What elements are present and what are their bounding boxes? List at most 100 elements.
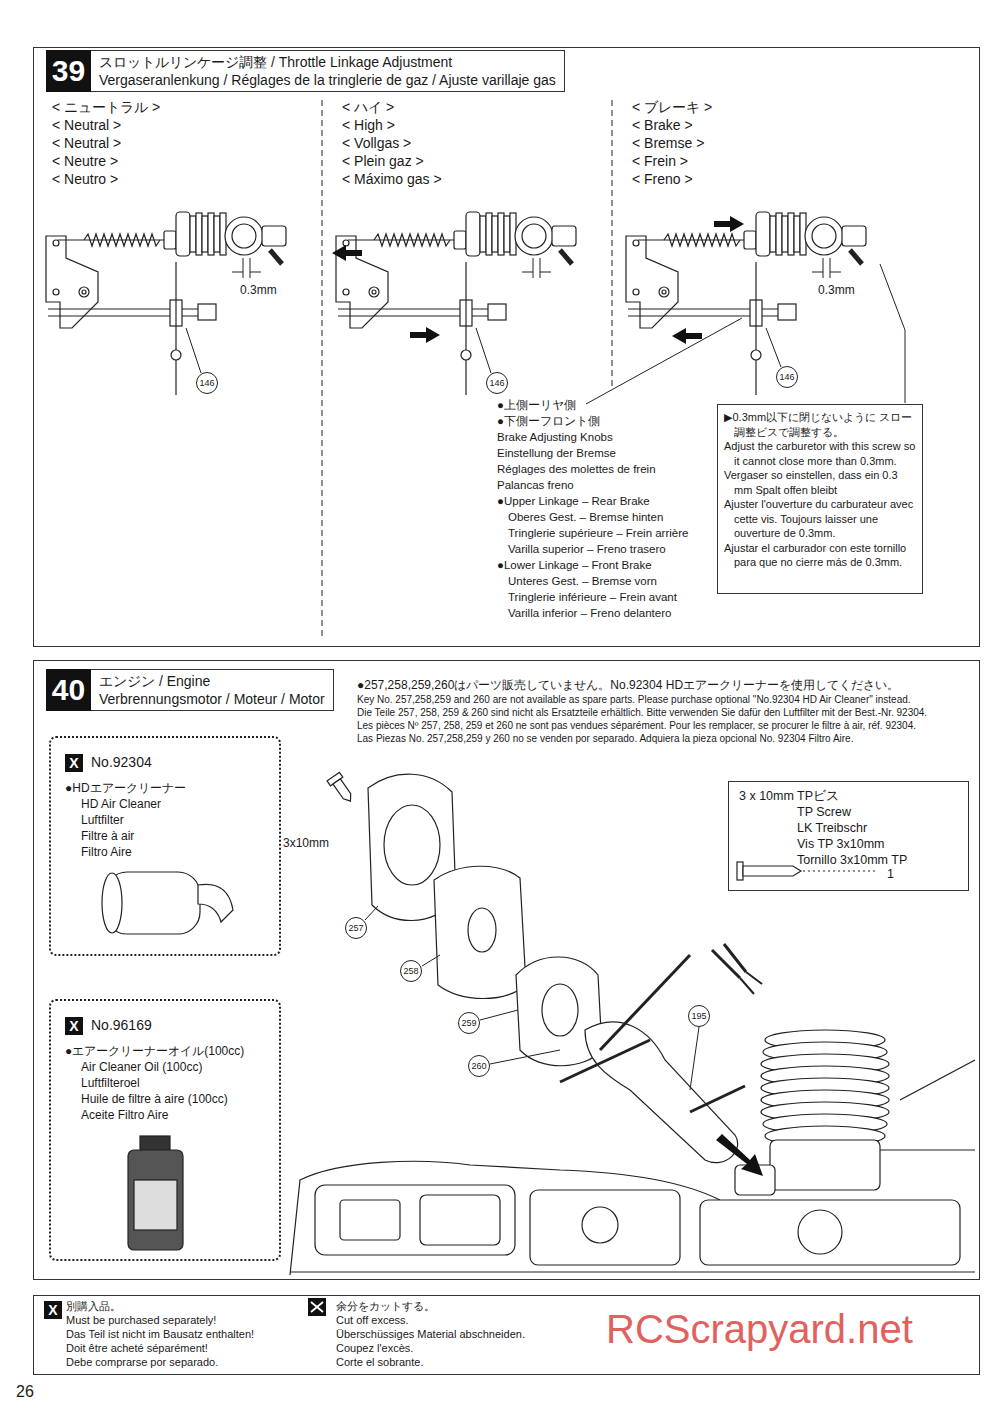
page-number: 26 xyxy=(16,1383,34,1401)
watermark-group: RCScrapyard.net xyxy=(606,1306,913,1352)
box-text: Debe comprarse por separado. xyxy=(66,1355,218,1369)
purchase-icon: X xyxy=(65,754,83,772)
state-heading: < Freno > xyxy=(632,170,712,188)
box-text: Überschüssiges Material abschneiden. xyxy=(336,1327,525,1341)
box-text: Luftfilteroel xyxy=(81,1075,140,1091)
callout-number: 195 xyxy=(688,1005,710,1027)
note-text: Vergaser so einstellen, dass ein 0.3 mm … xyxy=(724,468,916,497)
callout-number: 146 xyxy=(486,372,508,394)
brake-note: Varilla superior – Freno trasero xyxy=(497,541,711,557)
note-text: Ajustar el carburador con este tornillo … xyxy=(724,541,916,570)
callout-number-group: 257 xyxy=(345,917,367,939)
dimension-label: 0.3mm xyxy=(818,283,855,298)
page-number-group: 26 xyxy=(16,1383,34,1401)
box-text: Doit être acheté séparément! xyxy=(66,1341,208,1355)
state-heading: < ニュートラル > xyxy=(52,98,160,116)
state-heading: < Neutro > xyxy=(52,170,160,188)
state-heading-group: < ハイ >< High >< Vollgas >< Plein gaz >< … xyxy=(342,98,442,188)
brake-note: ●Upper Linkage – Rear Brake xyxy=(497,493,711,509)
step-title-box: スロットルリンケージ調整 / Throttle Linkage Adjustme… xyxy=(91,50,565,92)
state-heading: < Plein gaz > xyxy=(342,152,442,170)
brake-note: Brake Adjusting Knobs xyxy=(497,429,711,445)
optional-part-box: XNo.96169●エアークリーナーオイル(100cc)Air Cleaner … xyxy=(49,999,281,1261)
box-text: LK Treibschr xyxy=(797,820,867,836)
brake-note: Unteres Gest. – Bremse vorn xyxy=(497,573,711,589)
callout-number-group: 258 xyxy=(400,960,422,982)
dimension-label: 0.3mm xyxy=(240,283,277,298)
callout-number: 260 xyxy=(468,1055,490,1077)
box-text: Corte el sobrante. xyxy=(336,1355,423,1369)
callout-number: 257 xyxy=(345,917,367,939)
state-heading-group: < ニュートラル >< Neutral >< Neutral >< Neutre… xyxy=(52,98,160,188)
box-text: ●HDエアークリーナー xyxy=(65,780,186,796)
box-text: Luftfilter xyxy=(81,812,124,828)
box-text: Must be purchased separately! xyxy=(66,1313,216,1327)
state-heading: < Neutral > xyxy=(52,134,160,152)
brake-note: Oberes Gest. – Bremse hinten xyxy=(497,509,711,525)
brake-note: ●下側ーフロント側 xyxy=(497,413,711,429)
carburetor-linkage xyxy=(626,212,866,395)
parts-note: ●257,258,259,260はパーツ販売していません。No.92304 HD… xyxy=(357,678,975,693)
state-heading: < Vollgas > xyxy=(342,134,442,152)
box-text: Filtre à air xyxy=(81,828,134,844)
box-text: HD Air Cleaner xyxy=(81,796,161,812)
box-text: Air Cleaner Oil (100cc) xyxy=(81,1059,202,1075)
state-heading: < Neutre > xyxy=(52,152,160,170)
brake-note-group: ●上側ーリヤ側●下側ーフロント側Brake Adjusting KnobsEin… xyxy=(497,397,711,621)
state-heading: < Brake > xyxy=(632,116,712,134)
screw-size-group: 3x10mm xyxy=(283,836,329,851)
box-text: Filtro Aire xyxy=(81,844,132,860)
step-title: エンジン / Engine xyxy=(99,672,325,690)
callout-number-group: 195 xyxy=(688,1005,710,1027)
state-heading: < Bremse > xyxy=(632,134,712,152)
step-title: スロットルリンケージ調整 / Throttle Linkage Adjustme… xyxy=(99,53,556,71)
box-text: Tornillo 3x10mm TP xyxy=(797,852,907,868)
brake-note: Palancas freno xyxy=(497,477,711,493)
step-title-box: エンジン / EngineVerbrennungsmotor / Moteur … xyxy=(91,669,334,711)
dimension-label-group: 0.3mm xyxy=(818,283,855,298)
step-header: 40エンジン / EngineVerbrennungsmotor / Moteu… xyxy=(46,669,334,711)
callout-number: 146 xyxy=(196,372,218,394)
callout-number-group: 146 xyxy=(196,372,218,394)
callout-number-group: 260 xyxy=(468,1055,490,1077)
brake-note: Varilla inferior – Freno delantero xyxy=(497,605,711,621)
callout-number-group: 259 xyxy=(458,1012,480,1034)
carburetor-linkage xyxy=(46,212,286,395)
box-text: TP Screw xyxy=(797,804,851,820)
state-heading-group: < ブレーキ >< Brake >< Bremse >< Frein >< Fr… xyxy=(632,98,712,188)
box-text: 別購入品。 xyxy=(66,1299,121,1313)
box-text: Coupez l'excès. xyxy=(336,1341,413,1355)
box-text: Vis TP 3x10mm xyxy=(797,836,885,852)
box-text: ●エアークリーナーオイル(100cc) xyxy=(65,1043,244,1059)
state-heading: < ハイ > xyxy=(342,98,442,116)
dimension-label-group: 0.3mm xyxy=(240,283,277,298)
step-number: 39 xyxy=(46,50,91,92)
parts-note: Las Piezas No. 257,258,259 y 260 no se v… xyxy=(357,732,975,745)
step-title: Vergaseranlenkung / Réglages de la tring… xyxy=(99,71,556,89)
box-text: 1 xyxy=(887,866,894,882)
box-text: No.92304 xyxy=(91,753,152,771)
step-header: 39 スロットルリンケージ調整 / Throttle Linkage Adjust… xyxy=(46,50,565,92)
state-heading: < Frein > xyxy=(632,152,712,170)
state-heading: < Neutral > xyxy=(52,116,160,134)
box-text: Huile de filtre à aire (100cc) xyxy=(81,1091,228,1107)
callout-number: 146 xyxy=(776,366,798,388)
note-text: Adjust the carburetor with this screw so… xyxy=(724,439,916,468)
parts-note: Die Teile 257, 258, 259 & 260 sind nicht… xyxy=(357,706,975,719)
parts-note: Les pièces Nº 257, 258, 259 et 260 ne so… xyxy=(357,719,975,732)
optional-part-box: X No.92304 ●HDエアークリーナーHD Air CleanerLuftfi… xyxy=(49,736,281,956)
step-panel: 40エンジン / EngineVerbrennungsmotor / Moteu… xyxy=(33,660,980,1280)
box-text: Aceite Filtro Aire xyxy=(81,1107,168,1123)
step-number: 40 xyxy=(46,669,91,711)
screw-size: 3x10mm xyxy=(283,836,329,851)
carburetor-linkage xyxy=(336,212,576,395)
brake-note: Réglages des molettes de frein xyxy=(497,461,711,477)
step-panel: 39 スロットルリンケージ調整 / Throttle Linkage Adjust… xyxy=(33,47,980,647)
note-text: Ajuster l'ouverture du carburateur avec … xyxy=(724,497,916,541)
brake-note: Einstellung der Bremse xyxy=(497,445,711,461)
parts-note-group: ●257,258,259,260はパーツ販売していません。No.92304 HD… xyxy=(357,678,975,745)
callout-number: 258 xyxy=(400,960,422,982)
state-heading: < Máximo gas > xyxy=(342,170,442,188)
purchase-icon: X xyxy=(44,1301,62,1319)
box-text: 3 x 10mm TPビス xyxy=(739,788,839,804)
